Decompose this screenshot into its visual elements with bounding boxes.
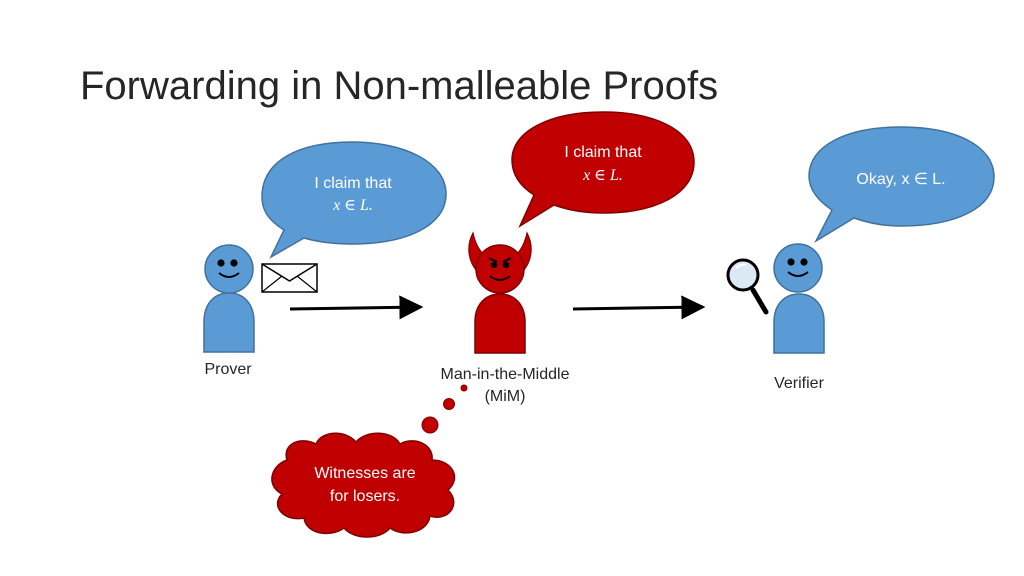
thought-dots (421, 384, 468, 434)
mim-speech-line2: x ∈ L. (582, 167, 623, 184)
mim-to-verifier-arrow (572, 295, 706, 320)
devil-eyebrows (488, 257, 512, 263)
verifier-head (773, 243, 823, 293)
prover-figure (203, 244, 255, 353)
devil-head (475, 244, 525, 294)
prover-head (204, 244, 254, 294)
mim-speech-line1: I claim that (564, 144, 642, 161)
prover-speech-line1: I claim that (314, 175, 392, 192)
prover-smile (218, 272, 240, 278)
mim-thought-cloud: Witnesses are for losers. (271, 432, 456, 538)
devil-left-eye (490, 261, 498, 269)
prover-speech-bubble: I claim that x ∈ L. (261, 141, 447, 259)
verifier-speech-text: Okay, x ∈ L. (856, 171, 945, 188)
devil-figure (468, 231, 532, 354)
prover-label: Prover (204, 361, 252, 378)
mim-label-line2: (MiM) (485, 388, 526, 405)
prover-right-eye (230, 259, 238, 267)
verifier-smile (787, 271, 809, 277)
verifier-left-eye (787, 258, 795, 266)
page-title: Forwarding in Non-malleable Proofs (80, 64, 718, 108)
thought-line1: Witnesses are (314, 465, 415, 482)
envelope-icon (261, 263, 318, 293)
verifier-label: Verifier (774, 375, 824, 392)
verifier-figure (773, 243, 825, 354)
prover-speech-line2: x ∈ L. (332, 197, 373, 214)
prover-body (203, 292, 255, 353)
devil-grin (489, 275, 511, 281)
devil-right-eye (502, 261, 510, 269)
prover-to-mim-arrow (289, 295, 424, 320)
devil-body (474, 293, 526, 354)
mim-speech-bubble: I claim that x ∈ L. (511, 111, 695, 228)
verifier-body (773, 293, 825, 354)
mim-label-line1: Man-in-the-Middle (441, 366, 570, 383)
magnifying-glass-icon (726, 258, 769, 315)
verifier-right-eye (800, 258, 808, 266)
verifier-speech-bubble: Okay, x ∈ L. (808, 126, 995, 244)
thought-line2: for losers. (330, 488, 400, 505)
prover-left-eye (217, 259, 225, 267)
